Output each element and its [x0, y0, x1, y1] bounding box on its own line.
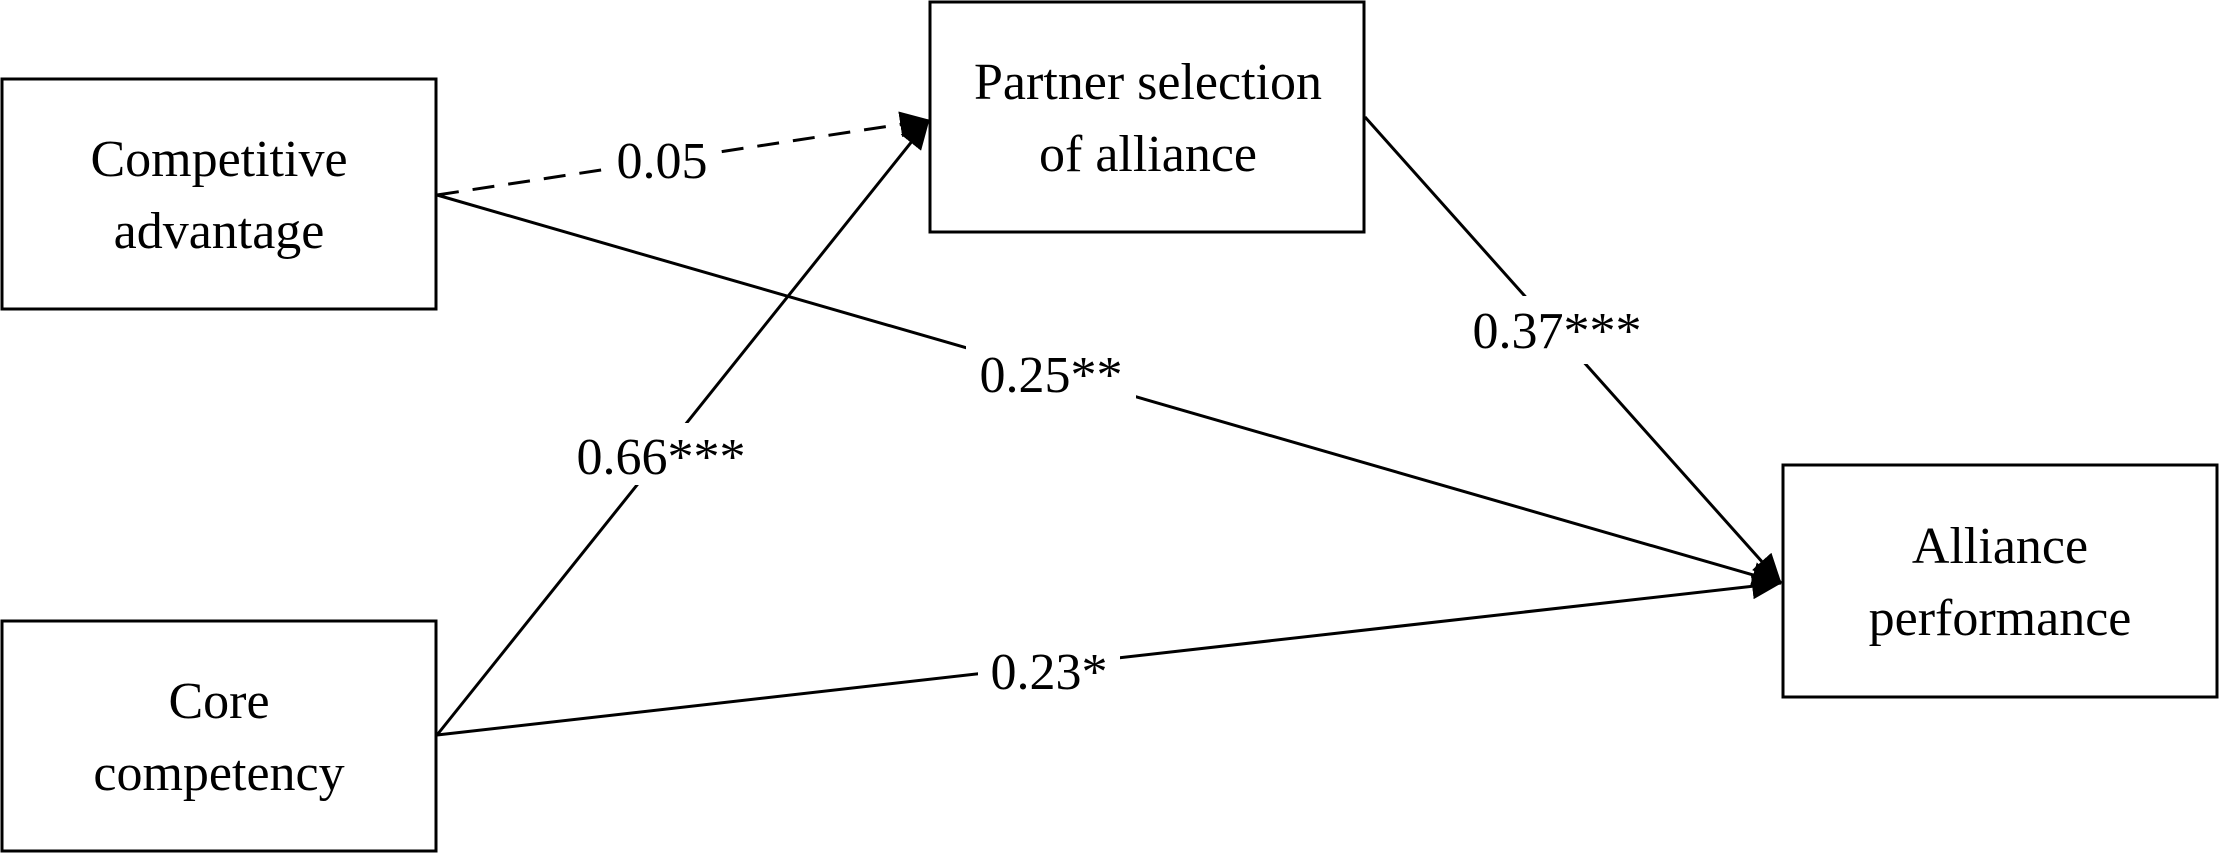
node-partner-selection-line2: of alliance — [1039, 126, 1257, 183]
node-core-competency: Core competency — [0, 619, 438, 853]
edge-label-competitive-to-partner: 0.05 — [617, 133, 708, 190]
node-partner-selection: Partner selection of alliance — [928, 0, 1366, 234]
edge-label-competitive-to-performance: 0.25** — [980, 347, 1123, 404]
node-competitive-advantage-line2: advantage — [114, 203, 325, 260]
edge-label-core-to-performance: 0.23* — [991, 644, 1108, 701]
node-partner-selection-line1: Partner selection — [974, 54, 1322, 111]
node-core-competency-line1: Core — [168, 673, 269, 730]
node-alliance-performance-line1: Alliance — [1912, 518, 2088, 575]
node-alliance-performance-line2: performance — [1869, 590, 2132, 647]
edge-competitive-to-partner-line — [436, 111, 930, 197]
edge-labels: 0.05 0.25** 0.66*** 0.23* 0.37*** — [558, 128, 1660, 701]
node-competitive-advantage: Competitive advantage — [0, 77, 438, 311]
edge-label-partner-to-performance: 0.37*** — [1473, 303, 1642, 360]
node-alliance-performance: Alliance performance — [1781, 463, 2219, 699]
node-core-competency-line2: competency — [93, 745, 344, 802]
node-competitive-advantage-line1: Competitive — [90, 131, 347, 188]
edge-label-core-to-partner: 0.66*** — [577, 429, 746, 486]
